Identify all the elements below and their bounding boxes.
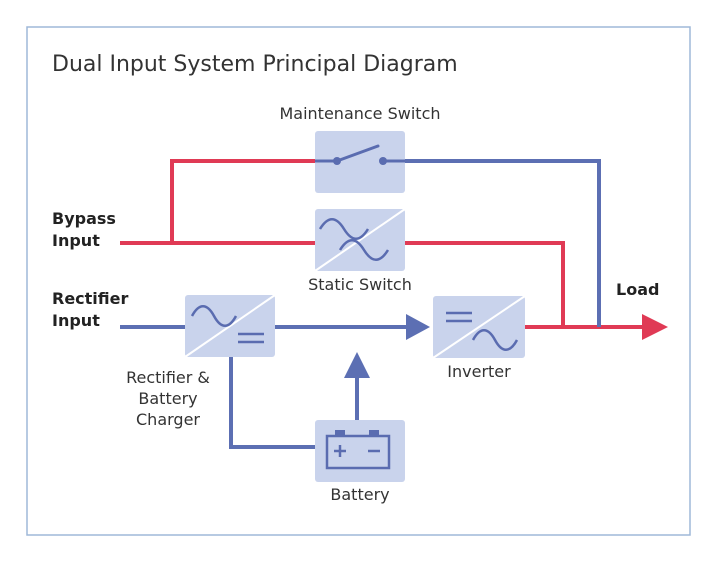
rectifier-input-label-2: Input — [52, 311, 100, 330]
battery-feed-arrow — [344, 352, 370, 378]
load-arrow — [642, 314, 668, 340]
bypass-input-label-2: Input — [52, 231, 100, 250]
inverter-feed-arrow — [406, 314, 430, 340]
rectifier-charger-label-1: Rectifier & — [126, 368, 210, 387]
battery-label: Battery — [330, 485, 389, 504]
maintenance-switch-label: Maintenance Switch — [279, 104, 440, 123]
rectifier-input-label-1: Rectifier — [52, 289, 129, 308]
bypass-lines — [120, 159, 648, 329]
maintenance-switch-block — [315, 131, 405, 193]
inverter-block — [432, 295, 526, 359]
bypass-input-label-1: Bypass — [52, 209, 116, 228]
main-lines — [120, 159, 601, 449]
maintenance-to-load-line — [405, 159, 601, 327]
inverter-label: Inverter — [447, 362, 511, 381]
rectifier-block — [184, 294, 276, 358]
diagram-title: Dual Input System Principal Diagram — [52, 52, 458, 77]
rectifier-to-battery-line — [229, 355, 315, 449]
bypass-to-maintenance-line — [170, 159, 315, 243]
load-label: Load — [616, 280, 659, 299]
rectifier-charger-label-3: Charger — [136, 410, 200, 429]
battery-block — [315, 420, 405, 482]
static-switch-to-load-line — [405, 241, 565, 327]
rectifier-charger-label-2: Battery — [138, 389, 197, 408]
static-switch-label: Static Switch — [308, 275, 412, 294]
static-switch-block — [314, 208, 406, 272]
switch-blade — [335, 144, 380, 163]
battery-icon — [325, 434, 391, 470]
